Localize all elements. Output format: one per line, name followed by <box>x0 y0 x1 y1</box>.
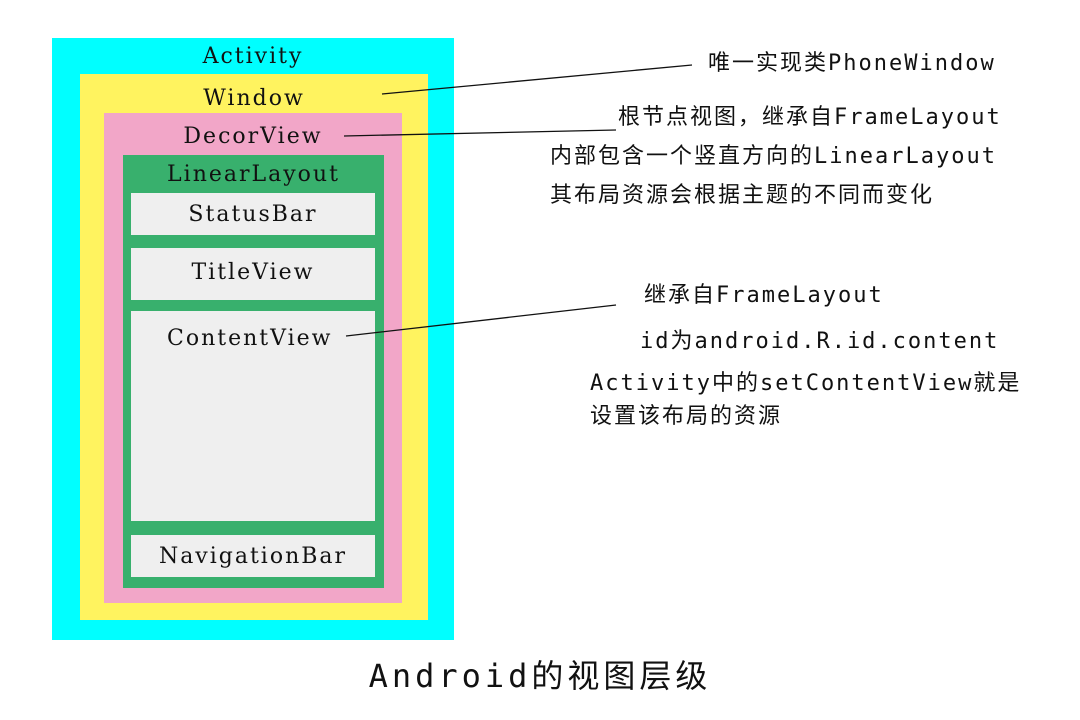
status-bar-box: StatusBar <box>131 193 375 235</box>
status-bar-label: StatusBar <box>188 202 318 227</box>
content-view-box: ContentView <box>131 311 375 521</box>
content-view-note-line-4: 设置该布局的资源 <box>590 404 783 429</box>
decor-view-note-line-3: 其布局资源会根据主题的不同而变化 <box>550 183 935 208</box>
title-view-box: TitleView <box>131 248 375 300</box>
activity-label: Activity <box>202 44 304 69</box>
diagram-caption: Android的视图层级 <box>368 657 712 695</box>
window-label: Window <box>203 86 305 111</box>
content-view-note-line-2: id为android.R.id.content <box>640 329 1000 354</box>
decor-view-note-line-1: 根节点视图，继承自FrameLayout <box>618 105 1002 130</box>
title-view-label: TitleView <box>191 260 315 285</box>
content-view-note-line-1: 继承自FrameLayout <box>644 283 884 308</box>
linear-layout-label: LinearLayout <box>167 162 340 187</box>
navigation-bar-box: NavigationBar <box>131 535 375 577</box>
window-note: 唯一实现类PhoneWindow <box>708 51 996 76</box>
content-view-label: ContentView <box>167 326 333 351</box>
decor-view-note-line-2: 内部包含一个竖直方向的LinearLayout <box>550 144 997 169</box>
navigation-bar-label: NavigationBar <box>158 544 348 569</box>
decor-view-label: DecorView <box>183 124 323 149</box>
content-view-note-line-3: Activity中的setContentView就是 <box>590 371 1022 396</box>
